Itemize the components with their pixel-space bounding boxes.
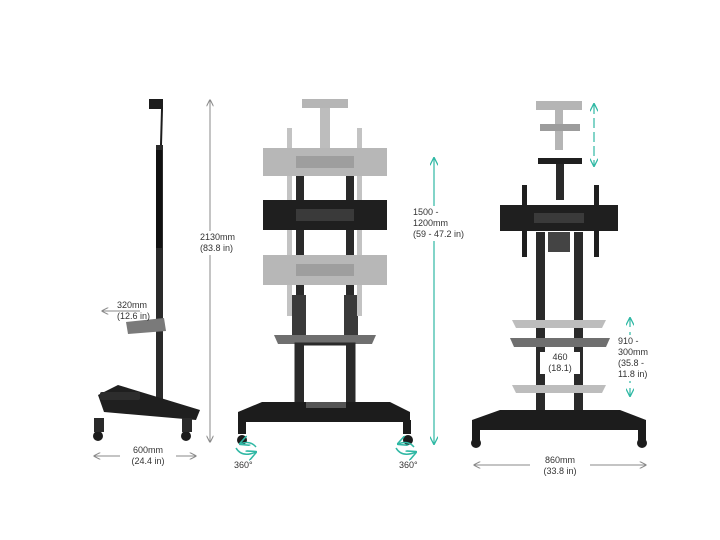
caster-rotate-left-arrow xyxy=(235,447,256,454)
raised-shelf-range-line3: (35.8 - xyxy=(618,358,645,368)
raised-shelf-gap-in: (18.1) xyxy=(548,363,572,373)
raised-shelf-gap-mm: 460 xyxy=(552,352,568,362)
side-handle xyxy=(100,392,140,400)
side-base-depth-label: 600mm (24.4 in) xyxy=(120,445,176,467)
side-shelf-depth-in: (12.6 in) xyxy=(117,311,151,321)
side-shelf-depth-label: 320mm (12.6 in) xyxy=(117,300,150,322)
raised-shelf-range-line2: 300mm xyxy=(618,347,649,357)
side-shelf xyxy=(126,318,166,334)
side-view-stand xyxy=(93,99,200,441)
front-mount-height-line1: 1500 - xyxy=(413,207,439,217)
caster-rotate-right-arrow2 xyxy=(398,443,415,448)
front-mount-height-line3: (59 - 47.2 in) xyxy=(413,229,465,239)
raised-top-ghost-plate xyxy=(540,124,580,131)
raised-shelf-lower-ghost xyxy=(512,385,606,393)
raised-base xyxy=(472,410,646,430)
raised-shelf-gap-label: 460 (18.1) xyxy=(540,352,580,374)
front-base xyxy=(238,402,410,422)
front-mount-height-line2: 1200mm xyxy=(413,218,449,228)
raised-base-width-label: 860mm (33.8 in) xyxy=(530,455,590,477)
side-height-label: 2130mm (83.8 in) xyxy=(200,231,236,255)
raised-base-width-mm: 860mm xyxy=(544,455,575,465)
front-column-left xyxy=(296,170,304,406)
side-top-post xyxy=(160,108,163,146)
side-tv-mount xyxy=(156,150,162,248)
front-mount-height-label: 1500 - 1200mm (59 - 47.2 in) xyxy=(413,206,465,241)
raised-shelf-range-line4: 11.8 in) xyxy=(618,369,648,379)
raised-top-plate xyxy=(538,158,582,164)
side-column xyxy=(156,145,163,403)
side-height-mm: 2130mm xyxy=(200,232,236,242)
side-base-depth-in: (24.4 in) xyxy=(131,456,165,466)
raised-shelf-range-label: 910 - 300mm (35.8 - 11.8 in) xyxy=(618,335,649,381)
caster-rotate-left-arrow2 xyxy=(240,443,257,448)
raised-view-stand xyxy=(471,101,647,448)
caster-rotate-right-arrow xyxy=(395,447,416,454)
front-view-stand xyxy=(237,99,413,445)
raised-shelf-range-line1: 910 - xyxy=(618,336,639,346)
front-caster-right-label: 360° xyxy=(399,460,418,470)
front-caster-left-label: 360° xyxy=(234,460,253,470)
raised-base-width-in: (33.8 in) xyxy=(543,466,577,476)
side-height-in: (83.8 in) xyxy=(200,243,234,253)
side-caster-left xyxy=(93,431,103,441)
front-shelf xyxy=(274,335,376,344)
front-top-cap-ghost xyxy=(302,99,348,108)
side-base-depth-mm: 600mm xyxy=(132,445,163,455)
side-shelf-depth-mm: 320mm xyxy=(117,300,148,310)
front-column-right xyxy=(346,170,354,406)
side-top-cap xyxy=(149,99,163,109)
side-caster-right xyxy=(181,431,191,441)
side-base xyxy=(98,385,200,420)
raised-shelf-upper-ghost xyxy=(512,320,606,328)
raised-shelf-active xyxy=(510,338,610,347)
